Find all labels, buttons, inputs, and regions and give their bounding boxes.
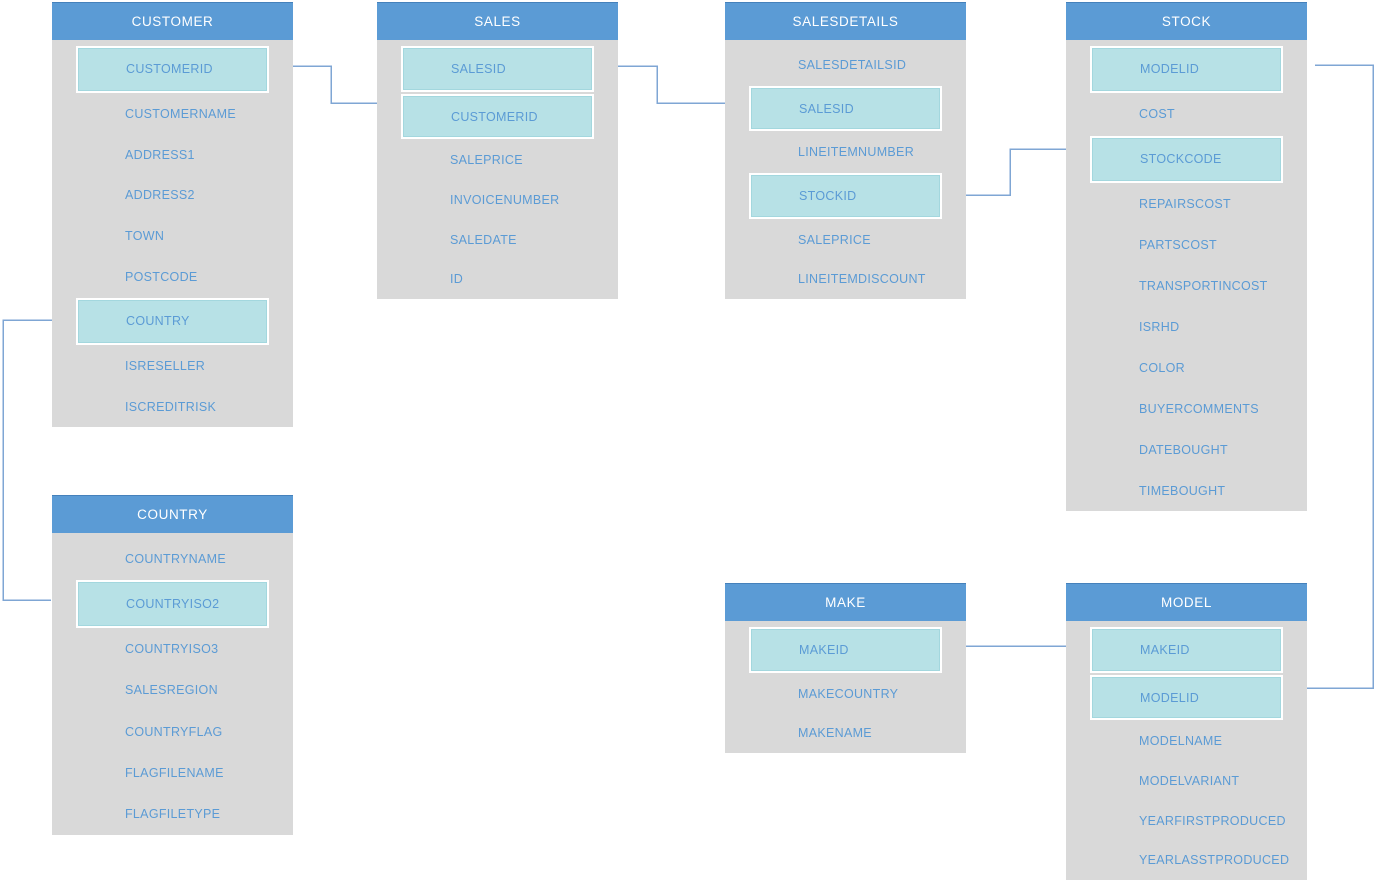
field-stock-isrhd[interactable]: ISRHD [1139,319,1180,334]
field-country-flagfiletype[interactable]: FLAGFILETYPE [125,807,221,822]
field-sales-id[interactable]: ID [450,272,464,287]
field-customer-address2[interactable]: ADDRESS2 [125,188,195,203]
field-country-salesregion[interactable]: SALESREGION [125,683,218,698]
field-model-modelname[interactable]: MODELNAME [1139,734,1223,749]
field-country-countryname[interactable]: COUNTRYNAME [125,551,226,566]
connector-stock-modelid__model-modelid [1299,64,1374,689]
field-sales-invoicenumber[interactable]: INVOICENUMBER [450,192,560,207]
field-customer-isreseller[interactable]: ISRESELLER [125,359,206,374]
field-salesdetails-lineitemnumber[interactable]: LINEITEMNUMBER [798,145,915,160]
key-field-make-makeid[interactable]: MAKEID [749,627,942,673]
key-field-salesdetails-stockid[interactable]: STOCKID [749,173,942,219]
table-header-make[interactable]: MAKE [725,583,966,621]
field-salesdetails-salesdetailsid[interactable]: SALESDETAILSID [798,57,907,72]
field-customer-postcode[interactable]: POSTCODE [125,269,198,284]
field-model-yearfirstproduced[interactable]: YEARFIRSTPRODUCED [1139,813,1286,828]
field-customer-town[interactable]: TOWN [125,229,165,244]
field-customer-customername[interactable]: CUSTOMERNAME [125,107,237,121]
field-make-makename[interactable]: MAKENAME [798,726,872,741]
table-body-salesdetails: SALESDETAILSID SALESID LINEITEMNUMBER STOCK… [725,40,966,299]
field-stock-transportincost[interactable]: TRANSPORTINCOST [1139,278,1268,293]
field-make-makecountry[interactable]: MAKECOUNTRY [798,686,899,701]
table-body-make: MAKEID MAKECOUNTRY MAKENAME [725,621,966,753]
table-header-stock[interactable]: STOCK [1066,2,1307,40]
field-sales-saleprice[interactable]: SALEPRICE [450,153,523,168]
table-header-country[interactable]: COUNTRY [52,495,293,533]
field-model-modelvariant[interactable]: MODELVARIANT [1139,773,1240,788]
field-stock-partscost[interactable]: PARTSCOST [1139,238,1217,253]
key-field-sales-salesid[interactable]: SALESID [401,46,594,92]
table-header-salesdetails[interactable]: SALESDETAILS [725,2,966,40]
field-customer-iscreditrisk[interactable]: ISCREDITRISK [125,399,217,414]
table-header-model[interactable]: MODEL [1066,583,1307,621]
key-field-salesdetails-salesid[interactable]: SALESID [749,85,942,132]
key-field-stock-modelid[interactable]: MODELID [1090,46,1283,93]
key-field-sales-customerid[interactable]: CUSTOMERID [401,93,594,140]
field-customer-address1[interactable]: ADDRESS1 [125,147,195,162]
field-stock-datebought[interactable]: DATEBOUGHT [1139,442,1228,457]
key-field-country-countryiso2[interactable]: COUNTRYISO2 [76,580,269,628]
field-country-countryiso3[interactable]: COUNTRYISO3 [125,642,219,657]
field-stock-cost[interactable]: COST [1139,107,1175,122]
key-field-model-makeid[interactable]: MAKEID [1090,627,1283,673]
field-sales-saledate[interactable]: SALEDATE [450,232,517,247]
field-salesdetails-saleprice[interactable]: SALEPRICE [798,232,871,247]
field-model-yearlasstproduced[interactable]: YEARLASSTPRODUCED [1139,853,1290,868]
table-header-sales[interactable]: SALES [377,2,618,40]
key-field-stock-stockcode[interactable]: STOCKCODE [1090,135,1283,183]
table-stock: STOCK MODELID COST STOCKCODE REPAIRSCOST PART… [1066,2,1307,511]
table-body-stock: MODELID COST STOCKCODE REPAIRSCOST PARTSCOST… [1066,40,1307,511]
table-salesdetails: SALESDETAILS SALESDETAILSID SALESID LINEITE… [725,2,966,299]
table-header-customer[interactable]: CUSTOMER [52,2,293,40]
table-make: MAKE MAKEID MAKECOUNTRY MAKENAME [725,583,966,753]
key-field-model-modelid[interactable]: MODELID [1090,674,1283,721]
field-country-countryflag[interactable]: COUNTRYFLAG [125,724,223,739]
field-stock-repairscost[interactable]: REPAIRSCOST [1139,197,1231,212]
field-stock-buyercomments[interactable]: BUYERCOMMENTS [1139,401,1259,416]
field-salesdetails-lineitemdiscount[interactable]: LINEITEMDISCOUNT [798,272,926,287]
field-stock-color[interactable]: COLOR [1139,360,1185,375]
key-field-customer-customerid[interactable]: CUSTOMERID [76,46,269,93]
field-country-flagfilename[interactable]: FLAGFILENAME [125,766,224,781]
field-stock-timebought[interactable]: TIMEBOUGHT [1139,483,1226,498]
key-field-customer-country[interactable]: COUNTRY [76,298,269,345]
